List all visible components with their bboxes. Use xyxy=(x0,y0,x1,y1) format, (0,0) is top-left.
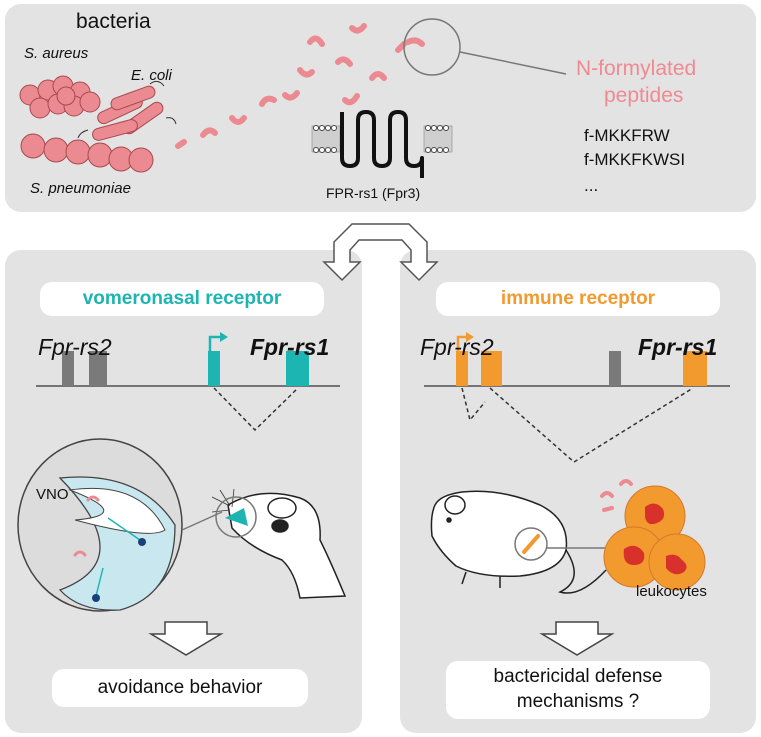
left-gene-b: Fpr-rs1 xyxy=(250,334,330,360)
right-title: immune receptor xyxy=(436,282,720,316)
right-outcome-line2: mechanisms ? xyxy=(516,691,640,712)
left-title: vomeronasal receptor xyxy=(40,282,324,316)
right-outcome-arrow xyxy=(539,621,615,656)
membrane-left xyxy=(311,125,341,153)
vno-organ xyxy=(17,438,183,612)
bone-icon xyxy=(522,534,540,554)
e-coli-cluster xyxy=(77,80,177,141)
vno-connector xyxy=(181,511,223,531)
right-splice-lines xyxy=(461,387,694,463)
right-exon-2 xyxy=(481,351,502,386)
peptide-1: f-MKKFRW xyxy=(584,126,670,145)
s-aureus-label: S. aureus xyxy=(24,45,89,62)
peptides-label-line2: peptides xyxy=(604,84,684,107)
peptide-squiggles xyxy=(175,23,425,149)
mouse-zoom-circle xyxy=(215,496,257,538)
right-peptide-squiggles xyxy=(600,479,633,512)
left-gene-a: Fpr-rs2 xyxy=(38,334,112,360)
right-promoter-head xyxy=(466,332,474,342)
right-exon-4 xyxy=(683,351,707,386)
left-outcome-arrow xyxy=(148,621,224,656)
left-outcome: avoidance behavior xyxy=(52,669,308,707)
s-pneumoniae-label: S. pneumoniae xyxy=(30,180,131,197)
right-gene-b: Fpr-rs1 xyxy=(638,334,718,360)
e-coli-label: E. coli xyxy=(131,67,172,84)
s-pneumoniae-chain xyxy=(20,133,154,173)
left-exon-2 xyxy=(89,351,107,386)
left-promoter-head xyxy=(220,332,228,342)
left-exon-4 xyxy=(286,351,309,386)
left-splice-lines xyxy=(213,387,299,432)
zoom-connector xyxy=(459,51,567,75)
vno-label: VNO xyxy=(36,486,69,503)
split-arrow xyxy=(322,223,439,282)
left-promoter-arrow xyxy=(208,335,222,351)
right-outcome-line1: bactericidal defense xyxy=(493,666,663,687)
right-exon-1 xyxy=(456,351,468,386)
peptides-label-line1: N-formylated xyxy=(576,57,697,80)
right-outcome: bactericidal defense mechanisms ? xyxy=(446,661,710,719)
bacteria-title: bacteria xyxy=(76,10,151,33)
receptor-label: FPR-rs1 (Fpr3) xyxy=(326,185,421,201)
peptide-3: ... xyxy=(584,176,599,195)
mouse-bone-zoom xyxy=(514,527,548,561)
right-gene-a: Fpr-rs2 xyxy=(420,334,494,360)
s-aureus-cluster xyxy=(19,75,101,119)
right-promoter-arrow xyxy=(456,335,468,351)
leukocyte-cells xyxy=(603,485,706,591)
right-exon-3 xyxy=(609,351,621,386)
mouse-body-right xyxy=(430,490,607,594)
left-exon-3 xyxy=(208,351,220,386)
leukocytes-label: leukocytes xyxy=(636,583,707,600)
membrane-right xyxy=(423,125,453,153)
top-panel xyxy=(5,4,756,212)
zoom-circle xyxy=(403,18,461,76)
gpcr-receptor xyxy=(340,110,424,178)
left-exon-1 xyxy=(62,351,74,386)
mouse-head-left xyxy=(211,488,347,599)
peptide-2: f-MKKFKWSI xyxy=(584,150,686,169)
